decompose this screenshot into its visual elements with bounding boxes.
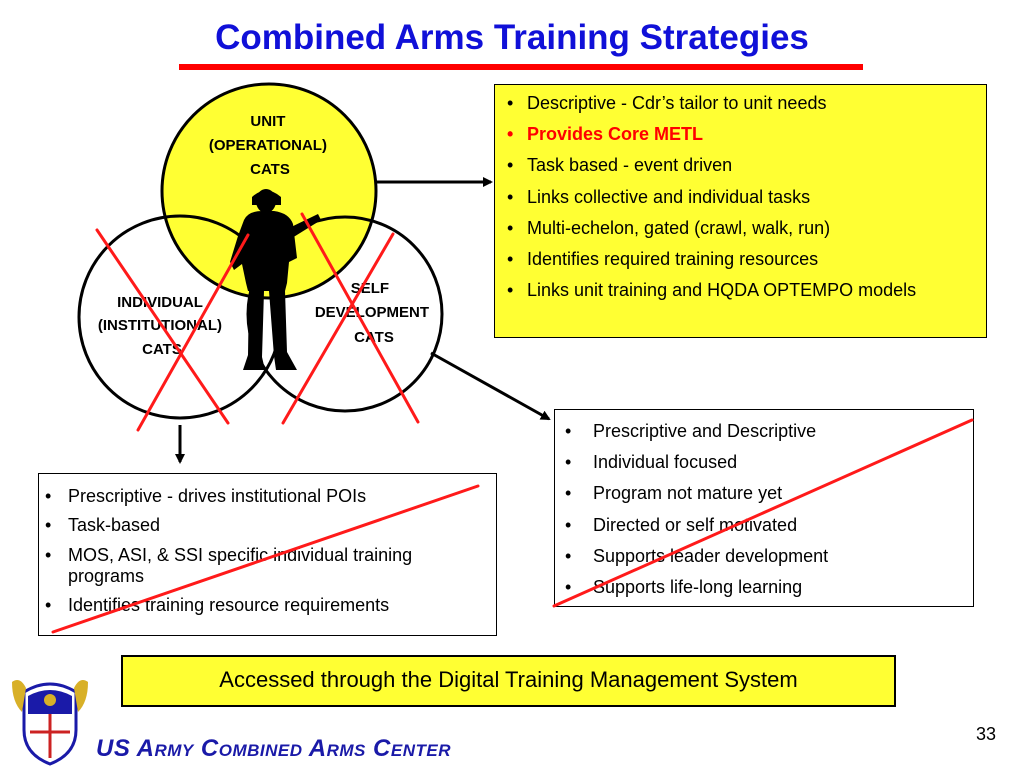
list-item-highlight: •Provides Core METL xyxy=(507,124,704,145)
list-item: •Multi-echelon, gated (crawl, walk, run) xyxy=(507,217,831,238)
list-item: •Program not mature yet xyxy=(565,483,783,504)
cac-crest-logo-icon xyxy=(12,680,88,766)
unit-circle-label: UNIT (OPERATIONAL) CATS xyxy=(209,113,331,178)
unit-cats-box: •Descriptive - Cdr’s tailor to unit need… xyxy=(494,84,987,338)
arrow-down-right-icon xyxy=(430,351,551,421)
list-item: •Task based - event driven xyxy=(507,155,733,176)
list-item: •Prescriptive - drives institutional POI… xyxy=(45,486,367,506)
individual-label-line: (INSTITUTIONAL) xyxy=(98,317,222,334)
individual-cats-box: •Prescriptive - drives institutional POI… xyxy=(38,473,497,636)
list-item: •Links unit training and HQDA OPTEMPO mo… xyxy=(507,280,917,301)
self-development-cats-box: •Prescriptive and Descriptive •Individua… xyxy=(554,409,974,607)
individual-label-line: CATS xyxy=(142,341,182,358)
list-item: •Identifies training resource requiremen… xyxy=(45,595,390,616)
unit-label-line: CATS xyxy=(250,161,290,178)
list-item: •Individual focused xyxy=(565,452,738,473)
list-item: •MOS, ASI, & SSI specific individual tra… xyxy=(45,544,413,586)
individual-circle-label: INDIVIDUAL (INSTITUTIONAL) CATS xyxy=(98,294,226,358)
access-note: Accessed through the Digital Training Ma… xyxy=(121,655,896,707)
unit-label-line: (OPERATIONAL) xyxy=(209,137,327,154)
individual-label-line: INDIVIDUAL xyxy=(117,294,203,311)
self-label-line: CATS xyxy=(354,329,394,346)
unit-label-line: UNIT xyxy=(250,113,285,130)
title-underline xyxy=(179,64,863,70)
list-item: •Task-based xyxy=(45,515,161,536)
self-label-line: SELF xyxy=(351,280,389,297)
list-item: •Links collective and individual tasks xyxy=(507,186,811,207)
list-item: •Directed or self motivated xyxy=(565,514,798,535)
list-item: •Supports life-long learning xyxy=(565,576,803,597)
unit-cats-list: •Descriptive - Cdr’s tailor to unit need… xyxy=(507,93,976,301)
page-number: 33 xyxy=(976,724,997,744)
list-item: •Identifies required training resources xyxy=(507,248,819,269)
org-name: US Army Combined Arms Center xyxy=(96,735,452,762)
individual-cats-list: •Prescriptive - drives institutional POI… xyxy=(45,486,486,616)
list-item: •Supports leader development xyxy=(565,545,829,566)
list-item: •Descriptive - Cdr’s tailor to unit need… xyxy=(507,93,827,113)
self-label-line: DEVELOPMENT xyxy=(315,304,429,321)
page-title: Combined Arms Training Strategies xyxy=(215,18,809,57)
self-cats-list: •Prescriptive and Descriptive •Individua… xyxy=(565,421,963,598)
list-item: •Prescriptive and Descriptive xyxy=(565,421,817,441)
self-circle-label: SELF DEVELOPMENT CATS xyxy=(315,280,433,346)
